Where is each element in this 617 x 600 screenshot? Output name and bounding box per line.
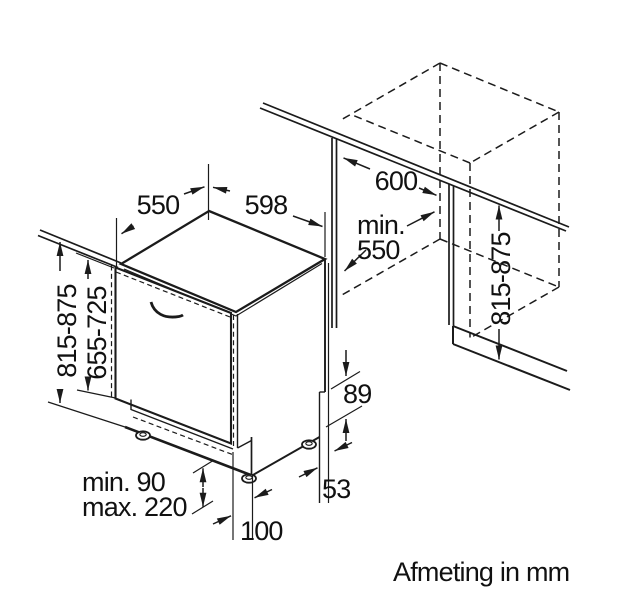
dim-815-875-left: 815-875 (52, 242, 82, 403)
dim-label-appliance-width: 598 (245, 190, 288, 220)
dim-label-rear-panel: 89 (343, 379, 371, 409)
dim-label-plinth-max: max. 220 (82, 492, 187, 522)
dim-label-door-height: 655-725 (82, 286, 112, 380)
dim-label-height-left: 815-875 (52, 284, 82, 378)
dim-100-foot-inset: 100 (212, 488, 283, 546)
adjustable-foot (241, 473, 257, 484)
dim-89-rear-panel: 89 (342, 350, 372, 441)
dim-600-niche-width: 600 (343, 157, 437, 196)
countertop (37, 102, 570, 269)
dim-min550-niche-depth: min. 550 (343, 210, 435, 272)
dim-label-niche-width: 600 (375, 166, 418, 196)
adjustable-foot (301, 439, 317, 450)
dim-label-plinth-min: min. 90 (82, 467, 165, 497)
dim-550-depth: 550 (121, 186, 205, 235)
door-handle (149, 301, 184, 319)
dim-label-rear-offset: 53 (322, 474, 350, 504)
cabinet-side-panel (331, 138, 338, 328)
dim-label-niche-depth-value: 550 (357, 235, 400, 265)
niche-dashed-box (339, 62, 560, 339)
dim-min90-max220-plinth: min. 90 max. 220 (82, 467, 207, 522)
dim-53-rear-offset: 53 (298, 441, 353, 504)
dim-815-875-right: 815-875 (486, 205, 516, 360)
dim-label-height-right: 815-875 (486, 232, 516, 326)
dim-598-width: 598 (212, 186, 323, 228)
dim-label-niche-depth-min: min. (357, 210, 405, 240)
dim-label-appliance-depth: 550 (137, 190, 180, 220)
dishwasher-door (110, 265, 235, 446)
caption-units: Afmeting in mm (393, 557, 569, 587)
adjustable-foot (135, 430, 151, 441)
dim-655-725-door: 655-725 (82, 260, 112, 391)
dim-label-foot-inset-front: 100 (240, 516, 283, 546)
right-cabinet-panel (448, 184, 571, 391)
extension-lines (47, 164, 363, 540)
adjustable-feet (135, 430, 317, 484)
